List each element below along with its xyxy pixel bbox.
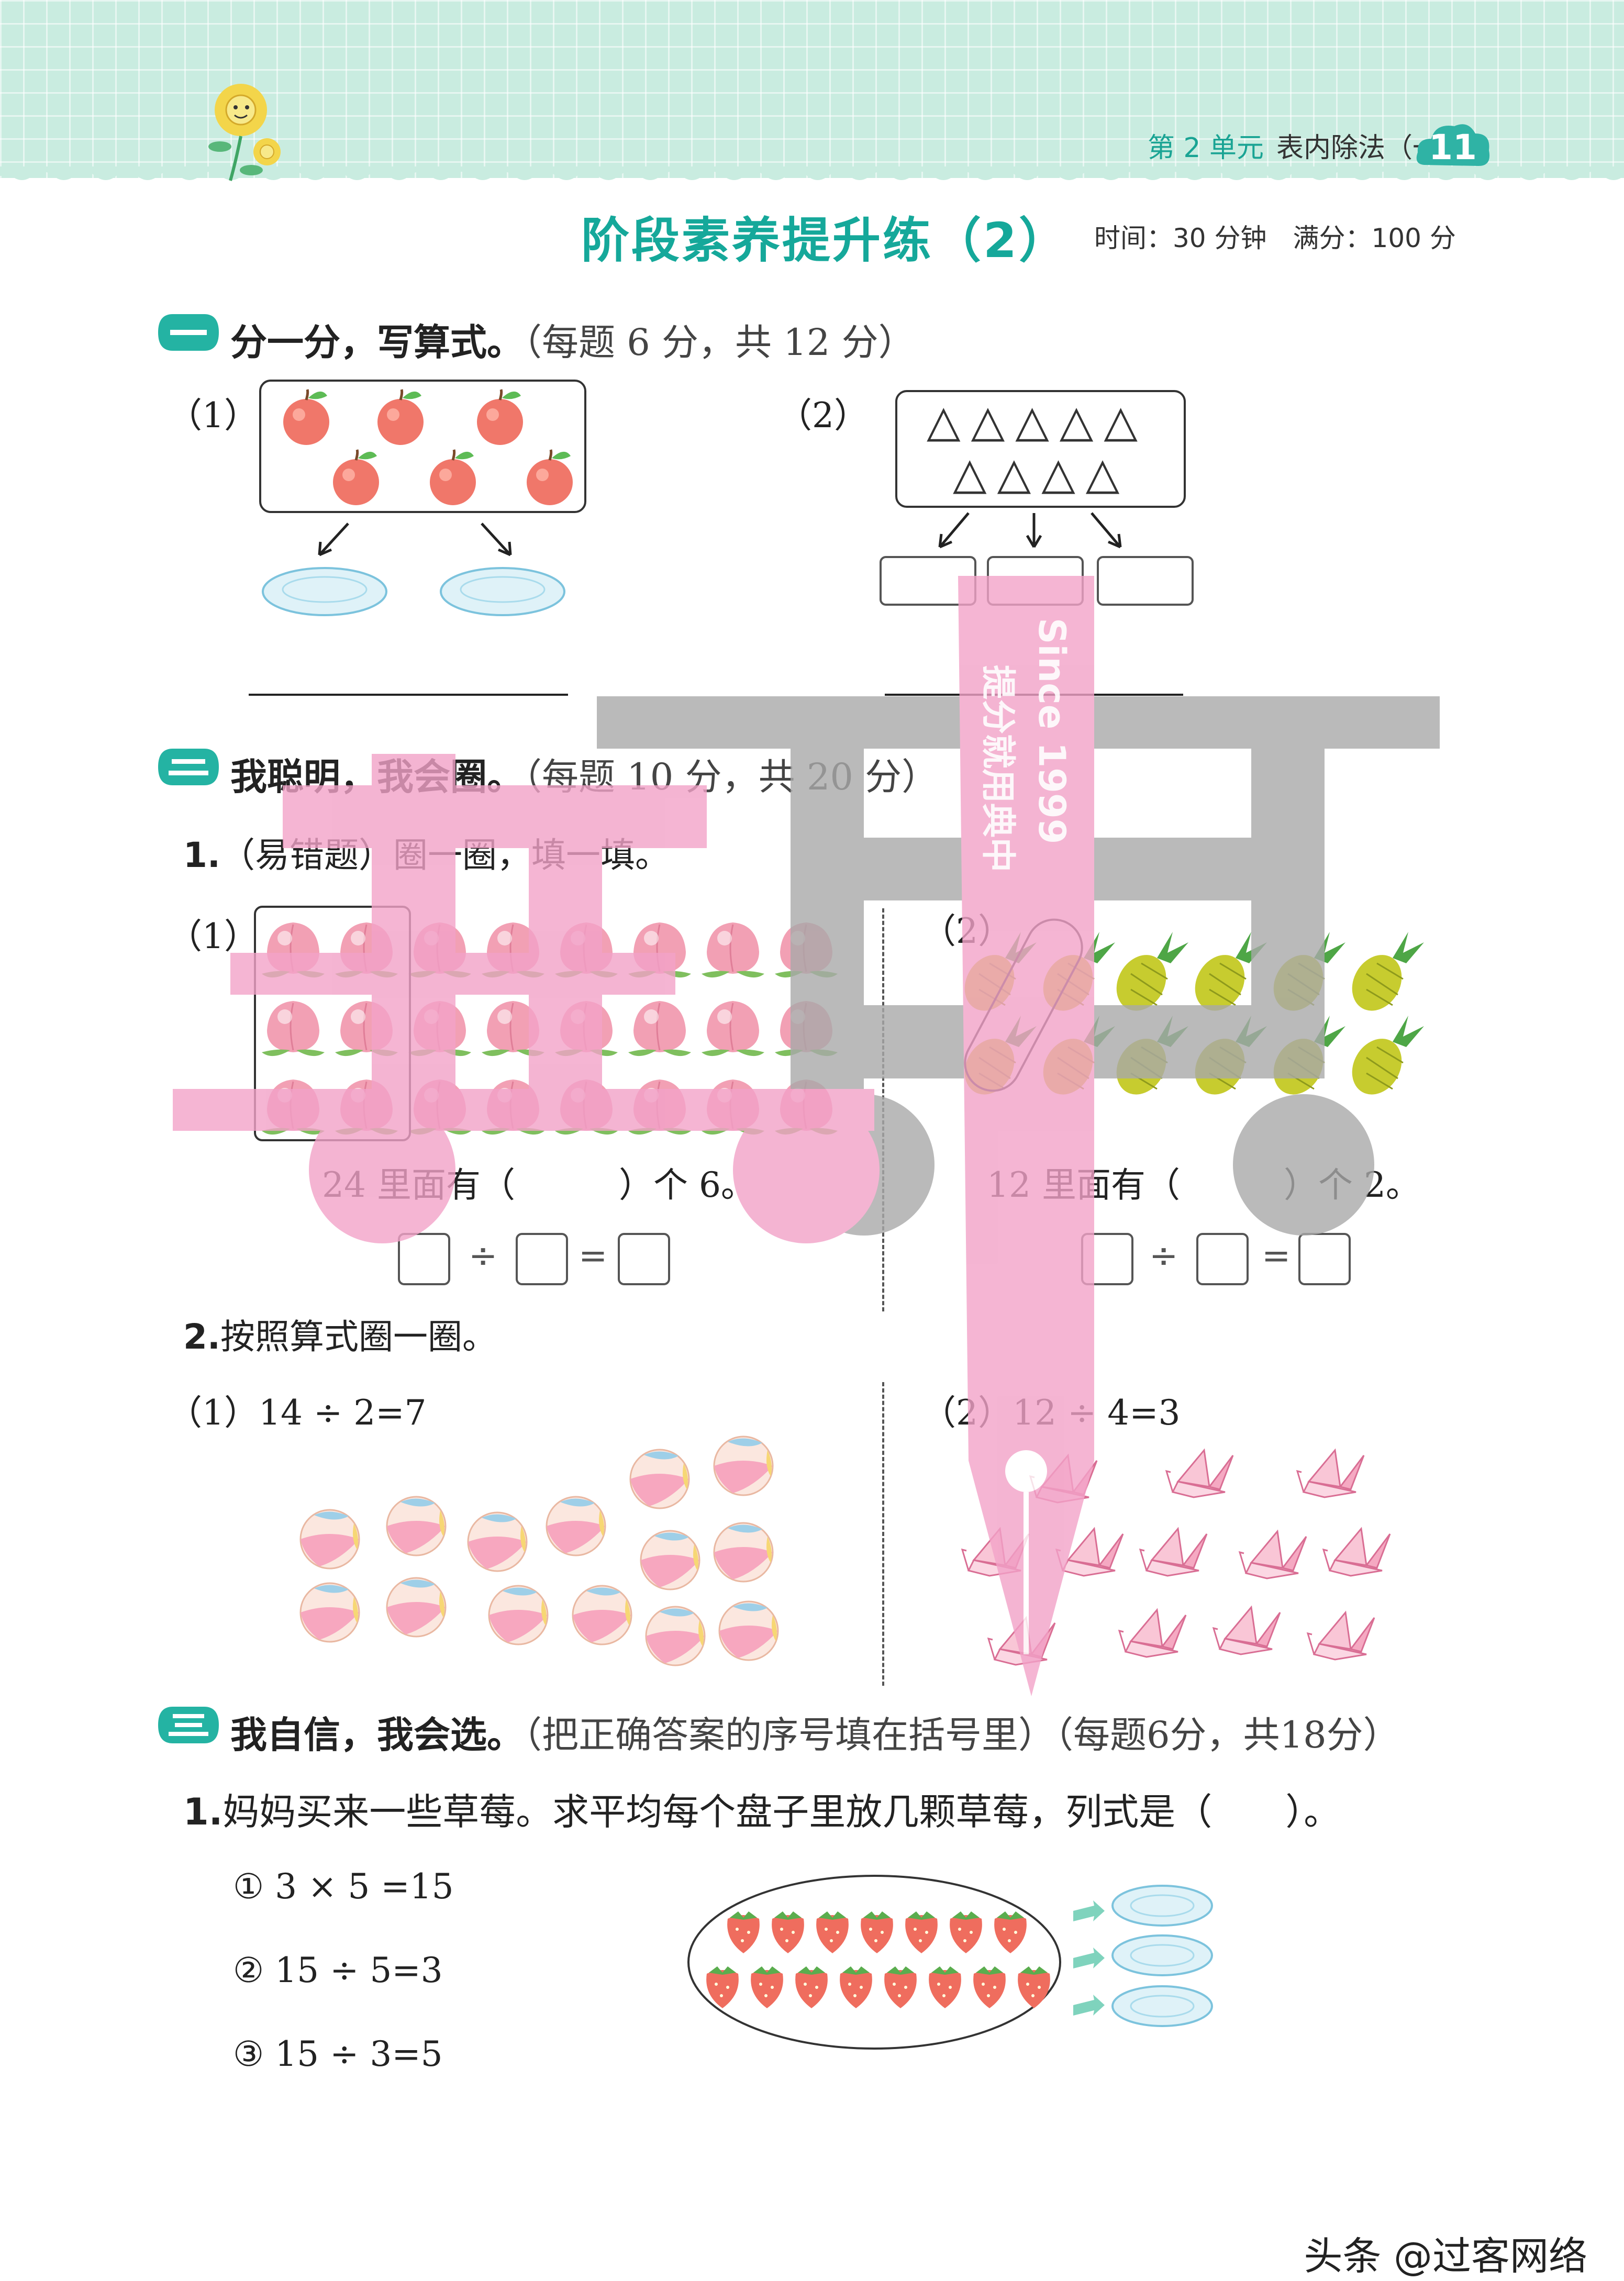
paper-cranes [961, 1449, 1391, 1666]
triangle-row-2: △△△△ [953, 448, 1130, 499]
peach-circle-example [254, 906, 411, 1141]
section-3-badge [158, 1707, 219, 1743]
answer-box[interactable] [398, 1233, 450, 1285]
answer-box[interactable] [516, 1233, 568, 1285]
option-2[interactable]: ② 15 ÷ 5=3 [233, 1950, 443, 1990]
s3-q1-prompt: 1.妈妈买来一些草莓。求平均每个盘子里放几颗草莓，列式是（ ）。 [183, 1790, 1341, 1833]
s1-q1-label: （1） [168, 395, 259, 436]
answer-box[interactable] [987, 556, 1084, 606]
apple-box [259, 380, 586, 513]
section-1-heading: 分一分，写算式。（每题 6 分，共 12 分） [230, 313, 915, 366]
s2-q1-prompt: 1.（易错题）圈一圈，填一填。 [183, 835, 670, 875]
answer-box[interactable] [1097, 556, 1194, 606]
s2-q2b-equation: （2）12 ÷ 4=3 [921, 1393, 1181, 1433]
watermark-text-2: 提分就用典中 [978, 665, 1018, 872]
answer-box[interactable] [1298, 1233, 1351, 1285]
section-2-heading: 我聪明，我会圈。（每题 10 分，共 20 分） [230, 748, 938, 800]
answer-box[interactable] [880, 556, 976, 606]
section-1-note: （每题 6 分，共 12 分） [524, 321, 915, 364]
apple-icon [377, 390, 424, 445]
column-divider [882, 1382, 884, 1686]
equals-sign: = [579, 1236, 608, 1276]
s2-q1b-text: 12 里面有（ ）个 2。 [987, 1165, 1420, 1205]
page-number-badge: 11 [1414, 118, 1492, 175]
s1-q1-answer-line[interactable] [249, 694, 568, 696]
page-number: 11 [1429, 127, 1477, 168]
triangle-arrows [938, 512, 1122, 549]
apple-icon [527, 450, 573, 505]
section-2-badge [158, 749, 219, 785]
plate-icon [262, 567, 387, 616]
divide-sign: ÷ [469, 1236, 498, 1276]
plate-icon [440, 567, 565, 616]
triangle-box [895, 390, 1186, 508]
section-1-title: 分一分，写算式。 [230, 321, 524, 364]
header-wave-edge [0, 166, 1624, 180]
section-3-title: 我自信，我会选。 [230, 1713, 524, 1756]
page-title: 阶段素养提升练（2） [581, 213, 1070, 269]
apple-group [259, 380, 586, 513]
divide-sign: ÷ [1149, 1236, 1178, 1276]
answer-box[interactable] [618, 1233, 670, 1285]
beach-balls [299, 1436, 779, 1666]
apple-icon [430, 450, 476, 505]
option-3[interactable]: ③ 15 ÷ 3=5 [233, 2034, 443, 2074]
footer-credit: 头条 @过客网络 [1304, 2234, 1587, 2279]
watermark-text-1: Since 1999 [1030, 618, 1073, 844]
answer-box[interactable] [1081, 1233, 1133, 1285]
time-score-meta: 时间：30 分钟 满分：100 分 [1094, 223, 1456, 253]
section-1-badge [158, 314, 219, 351]
triangle-row-1: △△△△△ [927, 395, 1148, 447]
section-2-title: 我聪明，我会圈。 [230, 755, 524, 798]
s2-q1a-label: （1） [168, 916, 259, 956]
sunflower-icon [208, 84, 281, 181]
s2-q2a-equation: （1）14 ÷ 2=7 [168, 1393, 427, 1433]
strawberries-and-plates [687, 1875, 1213, 2050]
section-3-heading: 我自信，我会选。（把正确答案的序号填在括号里）（每题6分，共18分） [230, 1706, 1400, 1759]
answer-box[interactable] [1196, 1233, 1249, 1285]
column-divider [882, 908, 884, 1311]
apple-icon [283, 390, 329, 445]
option-1[interactable]: ① 3 × 5 =15 [233, 1866, 454, 1907]
s1-q2-label: （2） [777, 395, 869, 436]
section-3-note: （把正确答案的序号填在括号里）（每题6分，共18分） [524, 1713, 1400, 1756]
s2-q2-prompt: 2.按照算式圈一圈。 [183, 1317, 497, 1357]
s2-q1a-text: 24 里面有（ ）个 6。 [322, 1165, 755, 1205]
cloud-icon [1416, 124, 1490, 166]
apple-icon [477, 390, 523, 445]
apple-plates [262, 522, 565, 616]
equals-sign: = [1262, 1236, 1291, 1276]
section-2-note: （每题 10 分，共 20 分） [524, 755, 939, 798]
unit-label: 第 2 单元 [1147, 132, 1264, 164]
apple-icon [333, 450, 379, 505]
